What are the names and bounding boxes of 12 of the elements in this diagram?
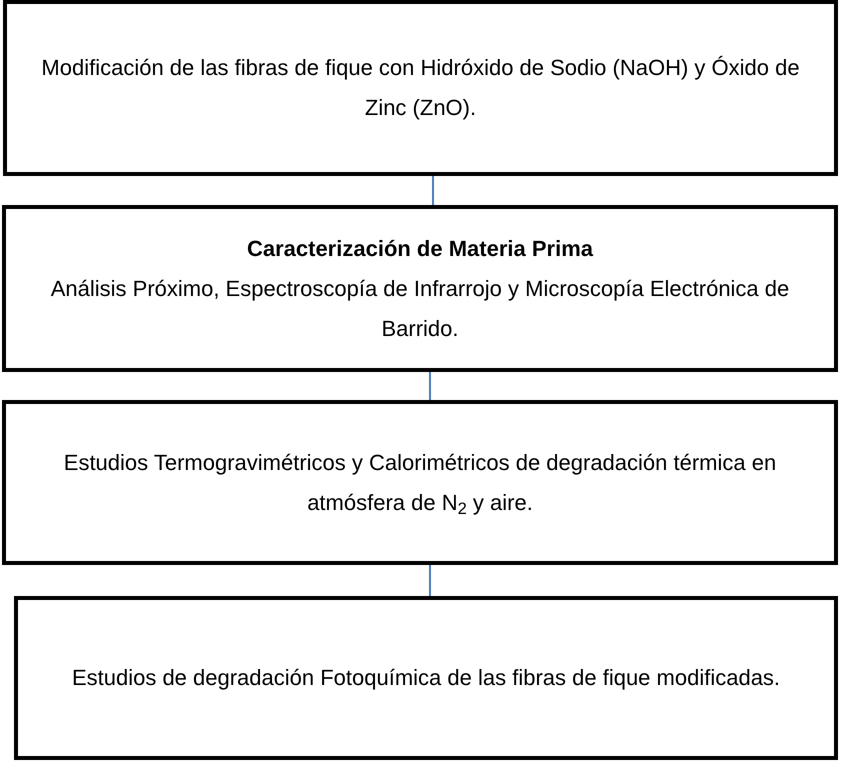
box-text: Estudios de degradación Fotoquímica de las fibras de fique modificadas.	[72, 664, 780, 692]
box-text: Modificación de las fibras de fique con Hidróxido de Sodio (NaOH) y Óxido de Zinc (ZnO).	[40, 54, 801, 122]
process-box	[2, 400, 838, 565]
connector-line	[429, 372, 431, 400]
process-box	[3, 0, 838, 176]
box-heading: Caracterización de Materia Prima	[246, 234, 594, 262]
box-text: Estudios Termogravimétricos y Calorimétricos de degradación térmica en atmósfera de N$_{2}$ y aire.	[62, 448, 778, 520]
connector-line	[429, 565, 431, 596]
process-box	[14, 596, 838, 760]
connector-line	[432, 176, 434, 205]
process-box	[2, 205, 838, 372]
box-text: Análisis Próximo, Espectroscopía de Infrarrojo y Microscopía Electrónica de Barrido.	[50, 274, 790, 342]
